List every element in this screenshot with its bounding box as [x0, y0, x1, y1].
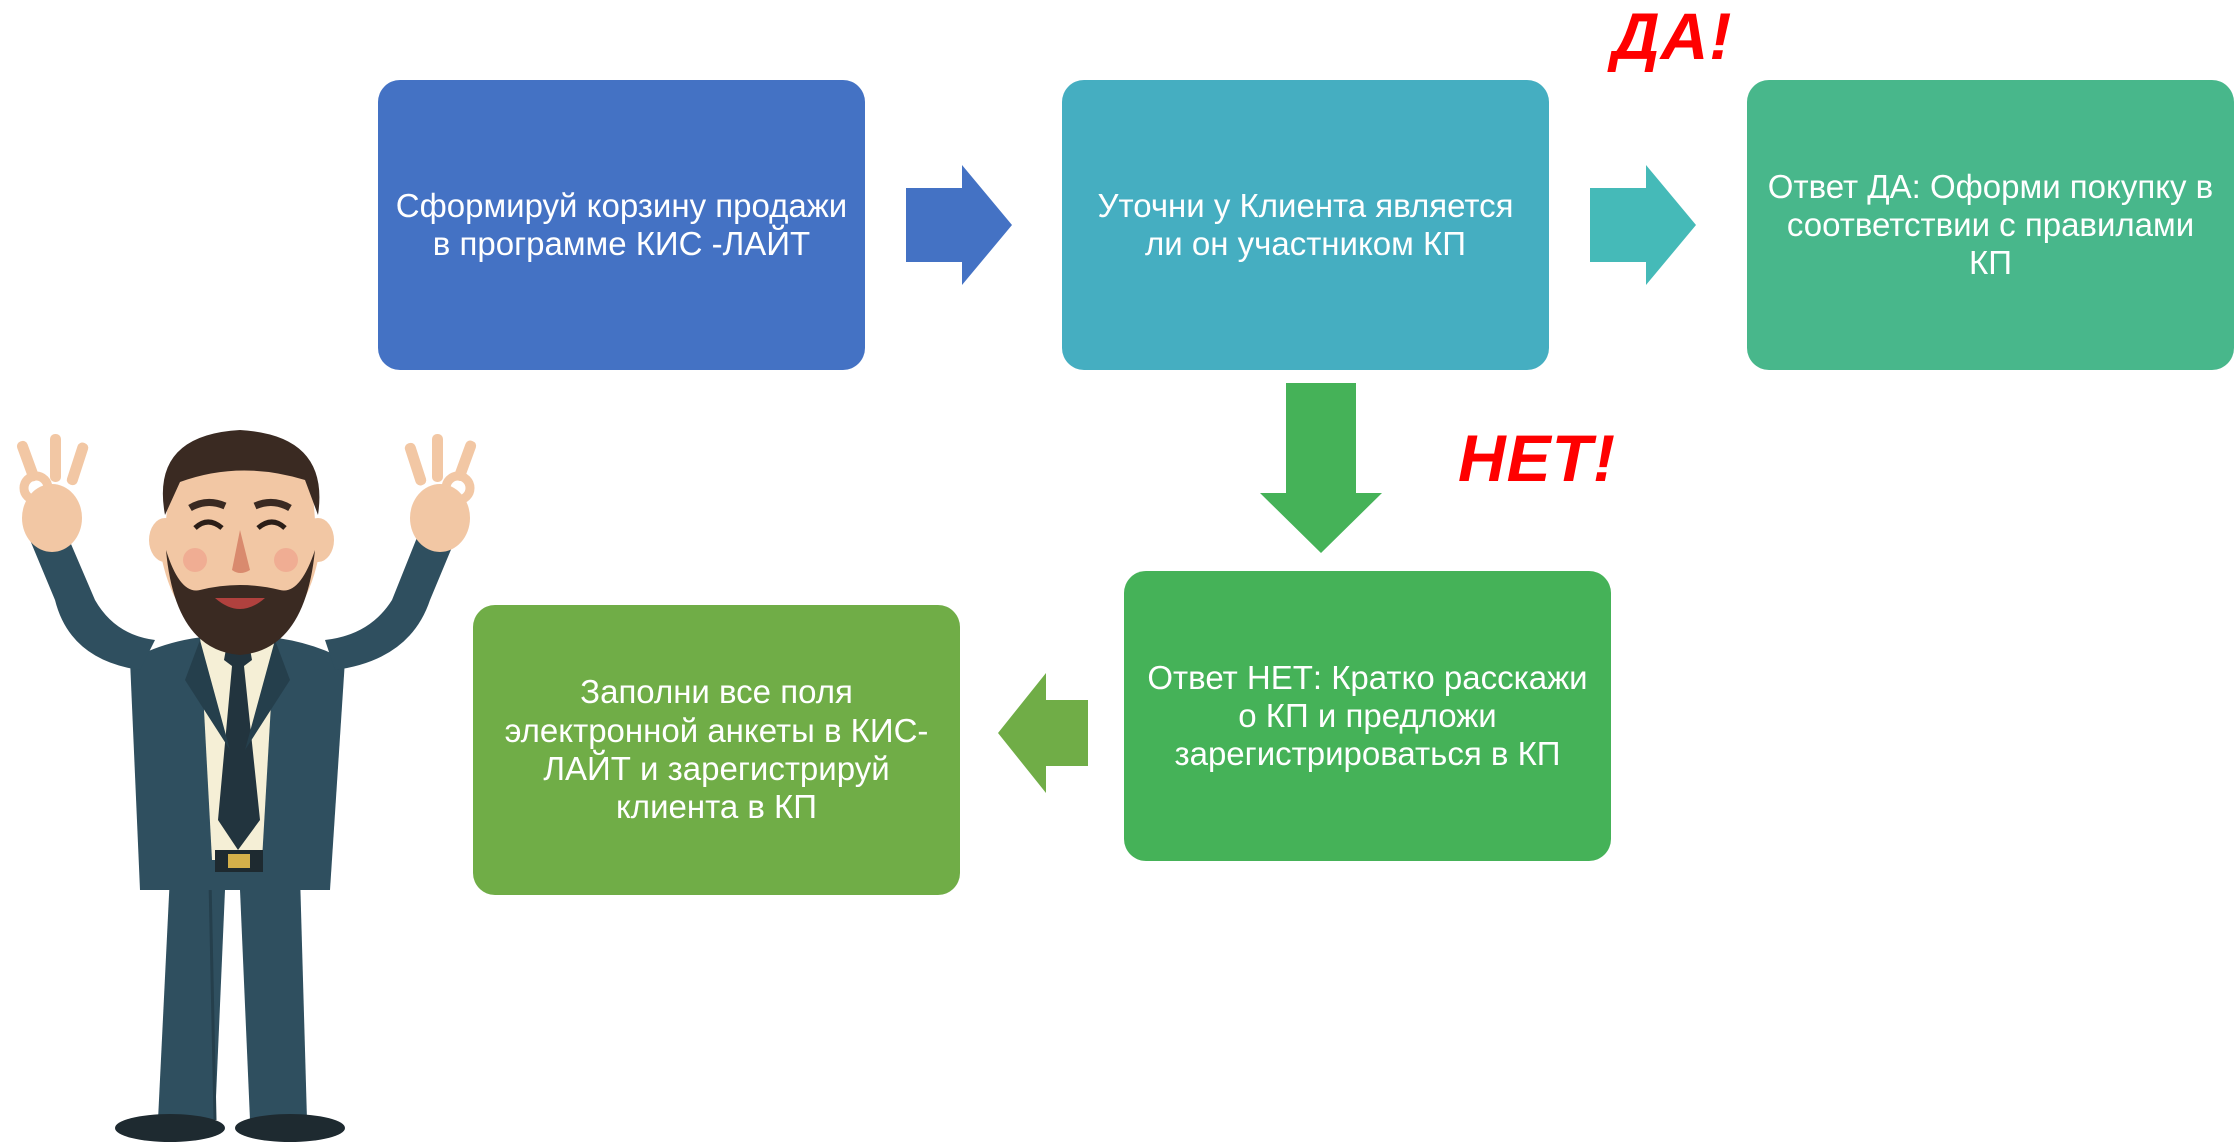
step-ask-client-text: Уточни у Клиента является ли он участник… [1097, 186, 1514, 262]
step-fill-form-text: Заполни все поля электронной анкеты в КИ… [504, 673, 929, 826]
step-answer-no-box: Ответ НЕТ: Кратко расскажи о КП и предло… [1124, 571, 1611, 861]
step-form-cart-text: Сформируй корзину продажи в программе КИ… [395, 186, 848, 262]
arrow-right-icon [906, 165, 1012, 285]
no-label: НЕТ! [1458, 421, 1616, 495]
arrow-down-icon [1260, 383, 1382, 553]
step-fill-form-box: Заполни все поля электронной анкеты в КИ… [473, 605, 960, 895]
businessman-illustration [16, 430, 477, 1142]
step-form-cart-box: Сформируй корзину продажи в программе КИ… [378, 80, 865, 370]
arrow-right-icon [1590, 165, 1696, 285]
yes-label: ДА! [1612, 0, 1733, 73]
step-answer-yes-box: Ответ ДА: Оформи покупку в соответствии … [1747, 80, 2234, 370]
arrow-left-icon [998, 673, 1088, 793]
step-answer-yes-text: Ответ ДА: Оформи покупку в соответствии … [1767, 167, 2214, 282]
step-ask-client-box: Уточни у Клиента является ли он участник… [1062, 80, 1549, 370]
step-answer-no-text: Ответ НЕТ: Кратко расскажи о КП и предло… [1147, 658, 1588, 773]
